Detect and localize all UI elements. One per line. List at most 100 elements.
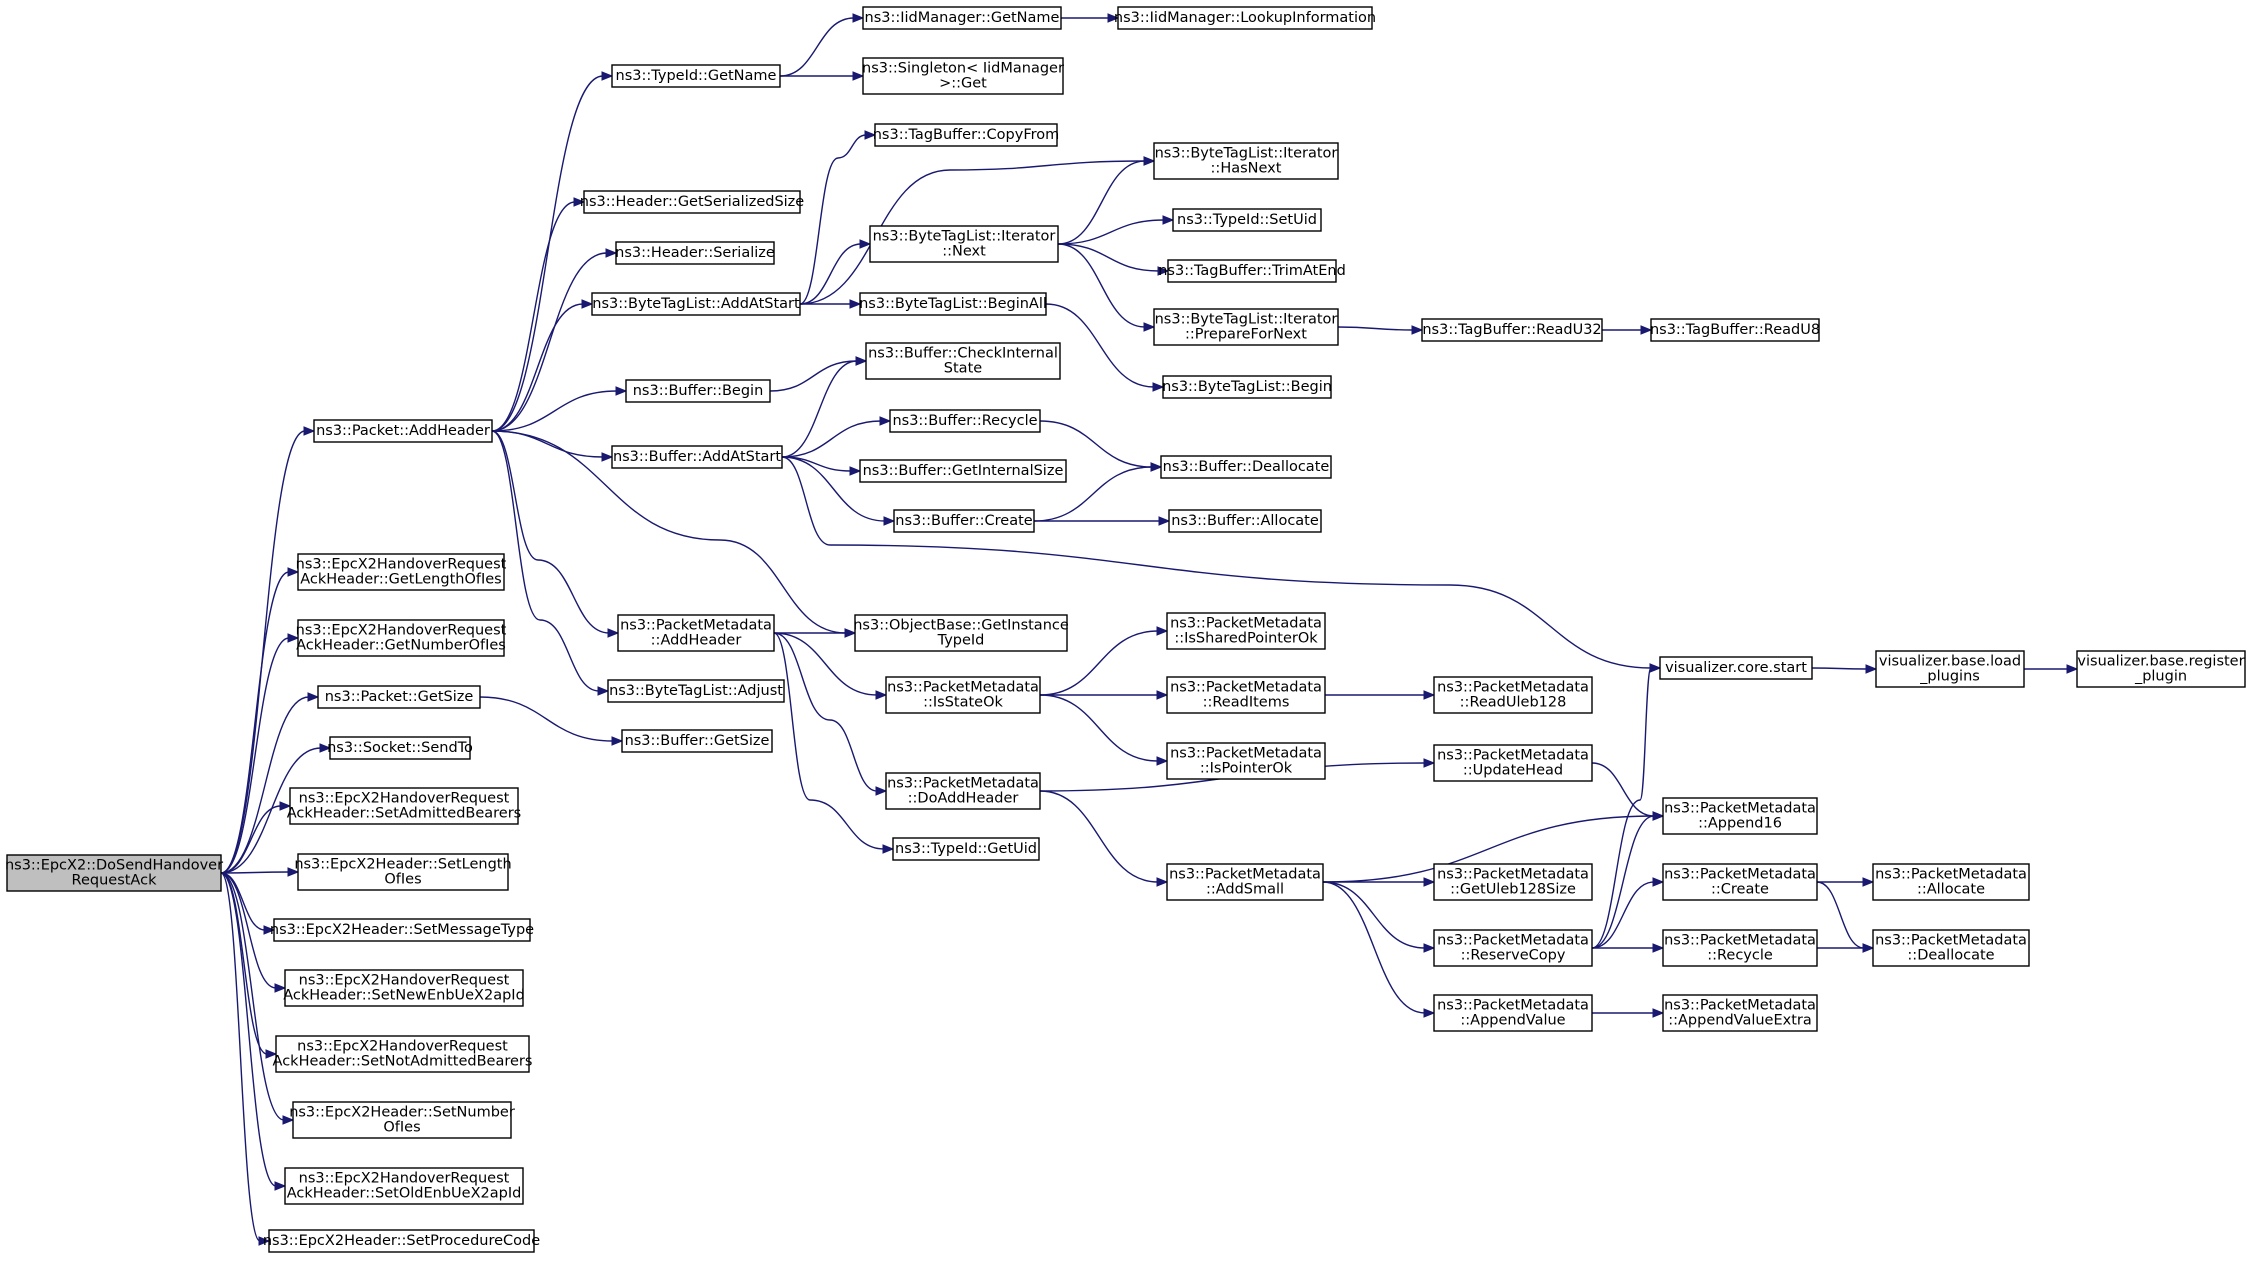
function-node[interactable]: ns3::PacketMetadata::ReserveCopy: [1433, 929, 1593, 967]
function-node[interactable]: ns3::TagBuffer::ReadU8: [1650, 318, 1820, 342]
function-node[interactable]: ns3::PacketMetadata::AddSmall: [1166, 863, 1324, 901]
function-node[interactable]: ns3::Buffer::GetSize: [621, 729, 773, 753]
function-node[interactable]: ns3::IidManager::GetName: [862, 6, 1062, 30]
function-node[interactable]: ns3::ByteTagList::Iterator::PrepareForNe…: [1153, 308, 1339, 346]
function-node[interactable]: ns3::PacketMetadata::AppendValueExtra: [1662, 994, 1818, 1032]
function-node[interactable]: ns3::PacketMetadata::UpdateHead: [1433, 744, 1593, 782]
function-node[interactable]: ns3::Buffer::Recycle: [889, 409, 1041, 433]
function-node[interactable]: ns3::PacketMetadata::Allocate: [1872, 863, 2030, 901]
function-node[interactable]: ns3::Header::GetSerializedSize: [580, 190, 805, 214]
function-node[interactable]: ns3::Socket::SendTo: [327, 736, 473, 760]
function-node[interactable]: ns3::PacketMetadata::IsStateOk: [885, 676, 1041, 714]
node-label: ns3::PacketMetadata: [887, 776, 1039, 792]
function-node[interactable]: ns3::PacketMetadata::Append16: [1662, 797, 1818, 835]
function-node[interactable]: ns3::ByteTagList::BeginAll: [859, 292, 1047, 316]
function-node[interactable]: ns3::EpcX2HandoverRequestAckHeader::SetA…: [287, 787, 522, 825]
function-node[interactable]: ns3::Buffer::Create: [893, 509, 1035, 533]
function-node[interactable]: ns3::ByteTagList::Adjust: [607, 679, 785, 703]
function-node[interactable]: ns3::EpcX2HandoverRequestAckHeader::SetN…: [273, 1035, 533, 1073]
function-node[interactable]: ns3::PacketMetadata::IsSharedPointerOk: [1166, 612, 1326, 650]
node-box: [313, 419, 493, 443]
function-node[interactable]: ns3::ByteTagList::Begin: [1162, 375, 1332, 399]
node-label: ::Deallocate: [1907, 948, 1994, 964]
function-node[interactable]: ns3::Buffer::AddAtStart: [611, 445, 783, 469]
edge-line: [799, 243, 862, 305]
node-label: ::IsStateOk: [923, 695, 1003, 711]
arrowhead-icon: [601, 452, 614, 462]
call-edge: [220, 567, 300, 874]
arrowhead-icon: [864, 130, 877, 140]
function-node[interactable]: ns3::PacketMetadata::Recycle: [1662, 929, 1818, 967]
node-label: AckHeader::GetLengthOfIes: [300, 572, 501, 588]
node-label: ns3::TypeId::GetName: [616, 68, 777, 84]
function-node[interactable]: ns3::ByteTagList::Iterator::HasNext: [1153, 142, 1339, 180]
function-node[interactable]: ns3::EpcX2HandoverRequestAckHeader::GetN…: [296, 619, 507, 657]
function-node[interactable]: ns3::EpcX2Header::SetMessageType: [270, 918, 534, 942]
function-node[interactable]: ns3::TypeId::GetUid: [892, 837, 1040, 861]
function-node[interactable]: ns3::TagBuffer::ReadU32: [1421, 318, 1603, 342]
function-node[interactable]: ns3::EpcX2Header::SetProcedureCode: [263, 1229, 540, 1253]
node-box: [1875, 650, 2025, 688]
function-node[interactable]: ns3::IidManager::LookupInformation: [1114, 6, 1376, 30]
call-edge: [1325, 690, 1436, 700]
function-node[interactable]: ns3::Buffer::Deallocate: [1160, 455, 1332, 479]
function-node[interactable]: visualizer.base.register_plugin: [2076, 650, 2246, 688]
function-node[interactable]: ns3::PacketMetadata::AppendValue: [1433, 994, 1593, 1032]
edge-line: [491, 75, 604, 432]
arrowhead-icon: [601, 71, 614, 81]
function-node[interactable]: ns3::PacketMetadata::ReadUleb128: [1433, 676, 1593, 714]
function-node[interactable]: ns3::EpcX2HandoverRequestAckHeader::SetO…: [284, 1167, 524, 1205]
function-node[interactable]: ns3::TagBuffer::CopyFrom: [873, 123, 1060, 147]
arrowhead-icon: [1156, 626, 1169, 636]
arrowhead-icon: [287, 567, 300, 577]
function-node[interactable]: ns3::TypeId::GetName: [611, 64, 781, 88]
function-node[interactable]: ns3::PacketMetadata::Create: [1662, 863, 1818, 901]
function-node[interactable]: ns3::Buffer::Allocate: [1168, 509, 1322, 533]
function-node[interactable]: ns3::Packet::AddHeader: [313, 419, 493, 443]
edge-line: [491, 430, 847, 634]
function-node[interactable]: ns3::PacketMetadata::AddHeader: [617, 614, 775, 652]
arrowhead-icon: [1156, 756, 1169, 766]
edge-line: [1057, 219, 1165, 245]
arrowhead-icon: [855, 356, 868, 366]
node-label: AckHeader::SetAdmittedBearers: [287, 806, 522, 822]
node-label: ns3::ObjectBase::GetInstance: [853, 618, 1069, 634]
call-edge: [1591, 877, 1665, 949]
call-edge: [781, 456, 896, 526]
call-edge: [220, 692, 320, 874]
function-node[interactable]: ns3::EpcX2HandoverRequestAckHeader::GetL…: [296, 553, 507, 591]
function-node[interactable]: ns3::PacketMetadata::GetUleb128Size: [1433, 863, 1593, 901]
function-node[interactable]: ns3::ByteTagList::AddAtStart: [591, 292, 801, 316]
function-node[interactable]: ns3::Header::Serialize: [615, 241, 775, 265]
function-node[interactable]: ns3::PacketMetadata::DoAddHeader: [885, 772, 1041, 810]
edge-line: [220, 872, 266, 931]
arrowhead-icon: [1156, 877, 1169, 887]
function-node[interactable]: ns3::Buffer::Begin: [625, 379, 771, 403]
function-node[interactable]: visualizer.core.start: [1659, 656, 1813, 680]
function-node[interactable]: ns3::Singleton< IidManager>::Get: [862, 57, 1064, 95]
arrowhead-icon: [319, 743, 332, 753]
call-edge: [1591, 663, 1662, 949]
call-edge: [1323, 877, 1436, 887]
call-edge: [220, 872, 271, 1246]
function-node[interactable]: ns3::TagBuffer::TrimAtEnd: [1158, 259, 1346, 283]
function-node[interactable]: ns3::PacketMetadata::IsPointerOk: [1166, 742, 1326, 780]
function-node[interactable]: visualizer.base.load_plugins: [1875, 650, 2025, 688]
function-node[interactable]: ns3::EpcX2HandoverRequestAckHeader::SetN…: [283, 969, 525, 1007]
function-node[interactable]: ns3::Buffer::GetInternalSize: [859, 459, 1067, 483]
function-node[interactable]: ns3::PacketMetadata::ReadItems: [1166, 676, 1326, 714]
function-node[interactable]: ns3::Packet::GetSize: [317, 685, 481, 709]
node-box: [859, 292, 1047, 316]
function-node[interactable]: ns3::PacketMetadata::Deallocate: [1872, 929, 2030, 967]
edge-line: [491, 252, 608, 432]
arrowhead-icon: [859, 239, 872, 249]
node-label: ns3::Buffer::GetSize: [625, 733, 770, 749]
node-label: ns3::PacketMetadata: [1664, 801, 1816, 817]
function-node[interactable]: ns3::ByteTagList::Iterator::Next: [869, 225, 1059, 263]
function-node[interactable]: ns3::TypeId::SetUid: [1172, 208, 1322, 232]
